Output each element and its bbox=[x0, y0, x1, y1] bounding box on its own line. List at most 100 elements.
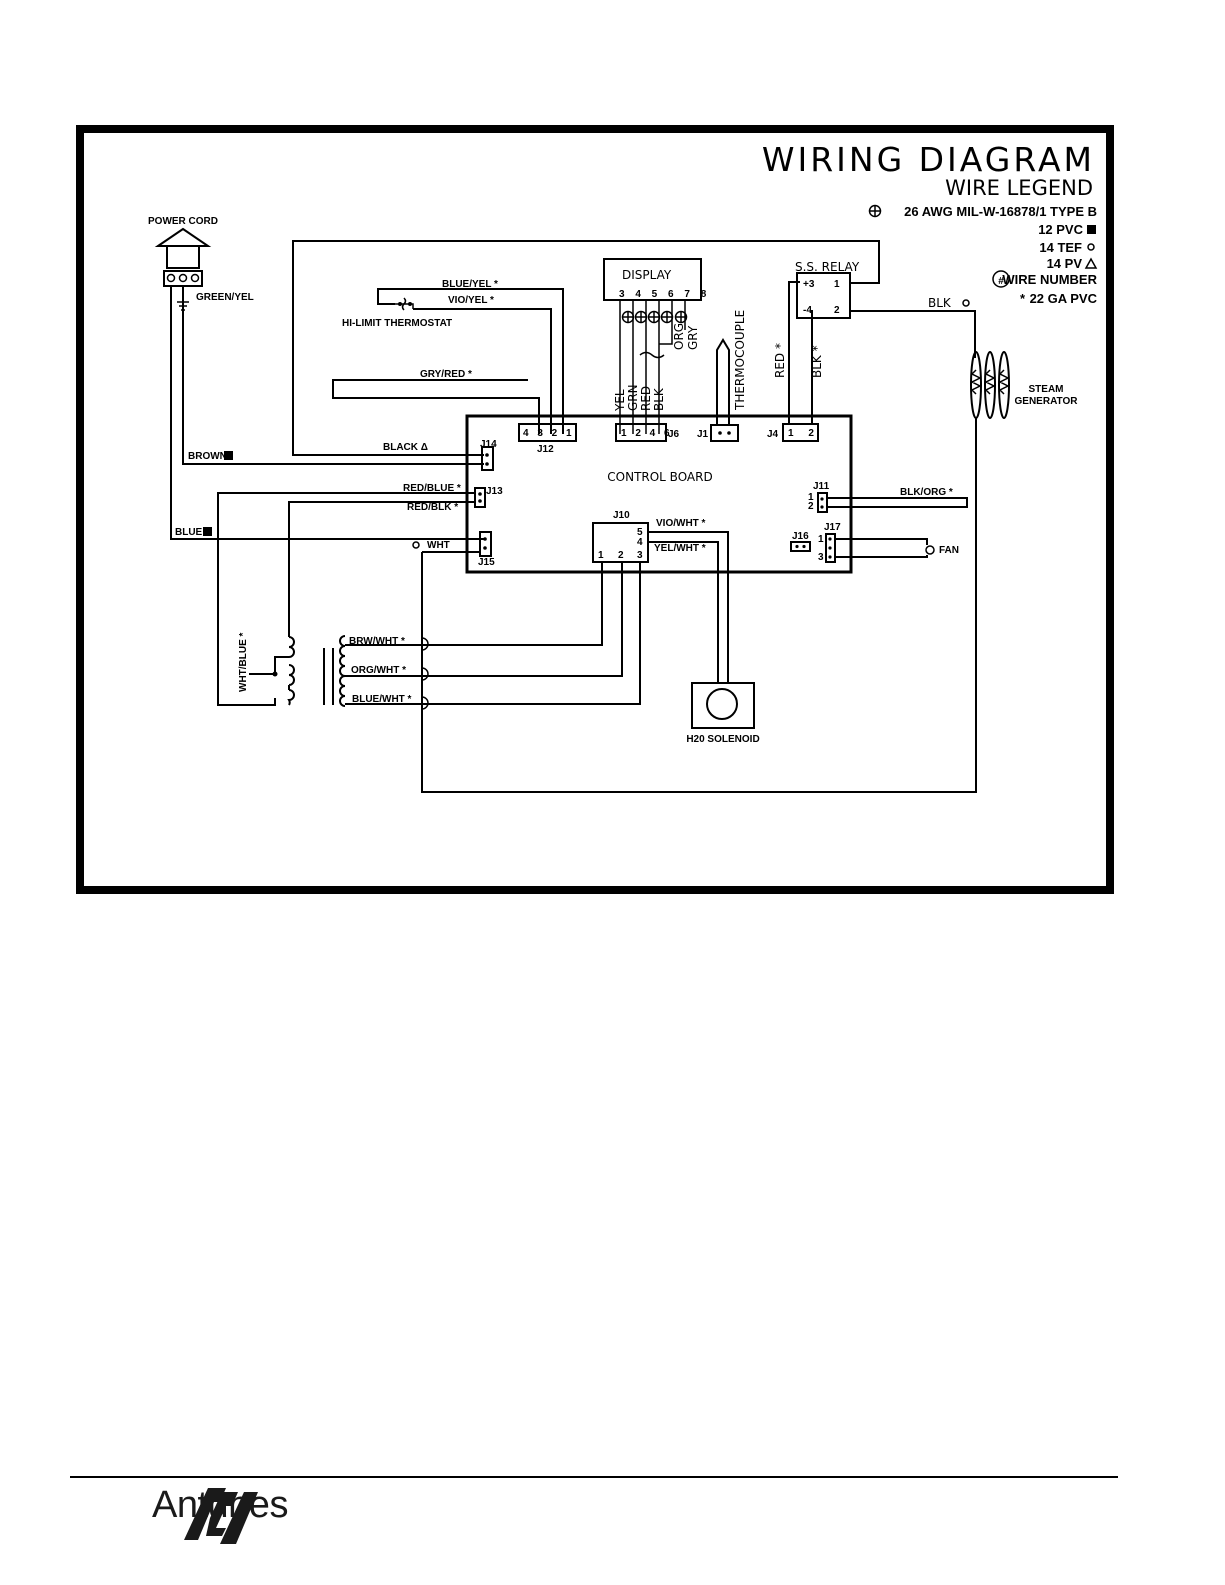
steam-generator-return-wire bbox=[421, 418, 977, 793]
blk-label: BLK bbox=[928, 296, 952, 310]
brown-label: BROWN bbox=[188, 451, 227, 462]
blk-relay-label: BLK * bbox=[810, 345, 824, 378]
blue-wht-wire bbox=[345, 562, 641, 705]
steam-label: STEAM bbox=[1029, 384, 1064, 395]
org-wht-label: ORG/WHT * bbox=[351, 665, 406, 676]
thermocouple-label: THERMOCOUPLE bbox=[733, 310, 747, 411]
connector-j11 bbox=[817, 492, 828, 513]
brw-wht-wire bbox=[345, 562, 603, 646]
red-relay-wire bbox=[788, 281, 800, 424]
pvc-square-icon bbox=[203, 527, 212, 536]
display-terminals bbox=[621, 310, 688, 324]
brand-name: Antunes bbox=[152, 1484, 288, 1526]
tef-circle-icon bbox=[962, 299, 970, 307]
j12-pins: 4 3 2 1 bbox=[523, 428, 575, 439]
j11-label: J11 bbox=[813, 481, 830, 492]
svg-text:#: # bbox=[998, 276, 1004, 287]
diagram-frame bbox=[76, 125, 1114, 894]
ss-relay-label: S.S. RELAY bbox=[795, 260, 860, 274]
j10-pin-3: 3 bbox=[637, 550, 643, 561]
blue-label: BLUE bbox=[175, 527, 203, 538]
j17-pin-3: 3 bbox=[818, 552, 824, 563]
blue-wht-label: BLUE/WHT * bbox=[352, 694, 412, 705]
wht-blue-label: WHT/BLUE * bbox=[238, 632, 249, 692]
triangle-icon bbox=[1084, 257, 1098, 269]
relay-pin-2: 2 bbox=[834, 305, 840, 316]
hi-limit-label: HI-LIMIT THERMOSTAT bbox=[342, 318, 452, 329]
brown-wire bbox=[182, 286, 484, 465]
thermocouple: THERMOCOUPLE bbox=[716, 310, 747, 424]
relay-pin-minus4: -4 bbox=[803, 305, 812, 316]
control-board-label: CONTROL BOARD bbox=[607, 470, 712, 484]
transformer: WHT/BLUE * bbox=[238, 632, 346, 707]
circle-plus-icon bbox=[868, 204, 882, 218]
wire-crossover bbox=[639, 351, 665, 359]
footer-rule bbox=[70, 1476, 1118, 1478]
connector-j12 bbox=[518, 423, 577, 442]
org-wht-wire bbox=[345, 562, 623, 677]
legend-line-3: 14 TEF bbox=[1039, 240, 1082, 255]
wire-number-icon: # bbox=[992, 270, 1010, 288]
j12-label: J12 bbox=[537, 444, 554, 455]
blk-org-wire bbox=[827, 497, 968, 508]
green-yel-label: GREEN/YEL bbox=[196, 292, 254, 303]
red-blk-wire bbox=[288, 501, 475, 637]
j10-pin-4: 4 bbox=[637, 537, 643, 548]
antunes-logo bbox=[184, 1488, 258, 1544]
asterisk-icon: * bbox=[1020, 291, 1026, 306]
blue-yel-label: BLUE/YEL * bbox=[442, 279, 498, 290]
legend-line-2: 12 PVC bbox=[1038, 222, 1083, 237]
yel-label: YEL bbox=[613, 389, 627, 412]
gry-red-label: GRY/RED * bbox=[420, 369, 472, 380]
connector-j6 bbox=[615, 423, 667, 442]
j11-pin-1: 1 bbox=[808, 492, 814, 503]
j10-pin-2: 2 bbox=[618, 550, 624, 561]
gry-red-wire bbox=[332, 379, 540, 434]
hi-limit-thermostat: HI-LIMIT THERMOSTAT BLUE/YEL * VIO/YEL * bbox=[342, 279, 564, 434]
blk-org-label: BLK/ORG * bbox=[900, 487, 953, 498]
display-wires bbox=[619, 300, 686, 434]
connector-j14 bbox=[481, 446, 494, 471]
small-circle-icon bbox=[1087, 243, 1095, 251]
brw-wht-label: BRW/WHT * bbox=[349, 636, 405, 647]
legend-line-4: 14 PV bbox=[1047, 256, 1083, 271]
generator-label: GENERATOR bbox=[1015, 396, 1079, 407]
tef-circle-icon bbox=[412, 541, 420, 549]
h2o-solenoid: H20 SOLENOID bbox=[686, 682, 760, 745]
ss-relay: S.S. RELAY +3 1 -4 2 bbox=[795, 260, 860, 319]
display bbox=[603, 258, 702, 301]
h2o-solenoid-label: H20 SOLENOID bbox=[686, 734, 759, 745]
j10-pin-5: 5 bbox=[637, 527, 643, 538]
wire-jumpers bbox=[421, 637, 429, 710]
yel-wht-label: YEL/WHT * bbox=[654, 543, 706, 554]
vio-yel-label: VIO/YEL * bbox=[448, 295, 494, 306]
fan-label: FAN bbox=[939, 545, 959, 556]
power-cord: POWER CORD GREEN/YEL bbox=[148, 216, 254, 311]
square-icon bbox=[1087, 225, 1096, 234]
blue-wire bbox=[170, 286, 484, 540]
relay-pin-1: 1 bbox=[834, 279, 840, 290]
power-cord-label: POWER CORD bbox=[148, 216, 218, 227]
fan-icon bbox=[925, 545, 935, 555]
vio-wht-wire bbox=[648, 531, 729, 683]
j4-label: J4 bbox=[767, 429, 779, 440]
yel-wht-wire bbox=[648, 541, 719, 683]
red-label: RED bbox=[639, 386, 653, 411]
connector-j15 bbox=[479, 531, 492, 557]
red-relay-label: RED * bbox=[773, 343, 787, 378]
j4-pins: 1 2 bbox=[788, 428, 820, 439]
relay-pin-plus3: +3 bbox=[803, 279, 815, 290]
j10-pin-1: 1 bbox=[598, 550, 604, 561]
j17-label: J17 bbox=[824, 522, 841, 533]
diagram-title: WIRING DIAGRAM bbox=[762, 140, 1095, 179]
wire-legend: 26 AWG MIL-W-16878/1 TYPE B 12 PVC 14 TE… bbox=[868, 204, 1098, 306]
legend-line-1: 26 AWG MIL-W-16878/1 TYPE B bbox=[904, 204, 1097, 219]
legend-title: WIRE LEGEND bbox=[945, 176, 1093, 200]
j6-label: J6 bbox=[668, 429, 680, 440]
grn-label: GRN bbox=[626, 384, 640, 411]
j6-pins: 1 2 4 6 bbox=[621, 428, 673, 439]
j1-label: J1 bbox=[697, 429, 709, 440]
connector-j4 bbox=[782, 423, 819, 442]
j16-label: J16 bbox=[792, 531, 809, 542]
